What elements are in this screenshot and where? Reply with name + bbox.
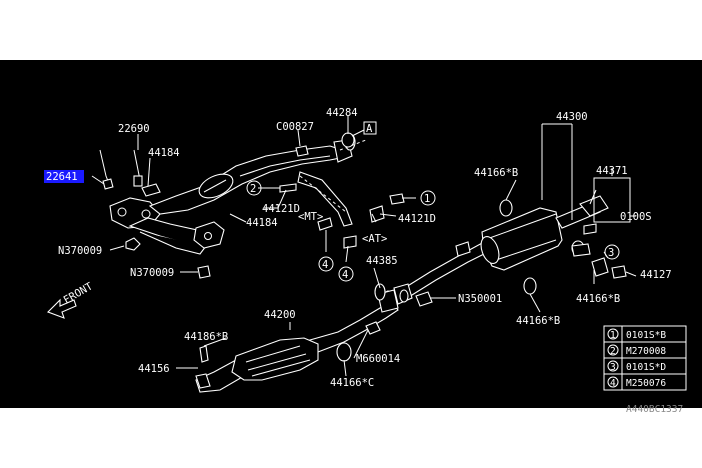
callout-3: 3 [608,247,614,259]
ref-box-a [363,121,377,135]
part-N370009-b[interactable]: N370009 [130,267,174,279]
part-44166C[interactable]: 44166*C [330,377,374,389]
legend-num-3: 3 [610,362,616,373]
part-0100S[interactable]: 0100S [620,211,652,223]
center-pipe-catalytic [195,289,399,393]
legend-num-4: 4 [610,378,616,389]
ref-label-a: A [366,123,373,135]
legend-num-1: 1 [610,330,616,341]
part-44184-top[interactable]: 44184 [148,147,180,159]
callout-1: 1 [424,193,430,205]
part-44300[interactable]: 44300 [556,111,588,123]
part-44156[interactable]: 44156 [138,363,170,375]
callout-4b: 4 [342,269,348,281]
part-44127[interactable]: 44127 [640,269,672,281]
callout-2: 2 [250,183,256,195]
callout-circles [246,180,620,282]
front-label: FRONT [62,280,96,307]
legend-code-4: M250076 [626,378,666,389]
part-44284[interactable]: 44284 [326,107,358,119]
legend-num-2: 2 [610,346,616,357]
front-arrow-icon [47,298,77,319]
part-M660014[interactable]: M660014 [356,353,400,365]
legend-code-1: 0101S*B [626,330,666,341]
part-44166B-bottom[interactable]: 44166*B [516,315,560,327]
leader-lines [91,116,637,377]
part-N350001[interactable]: N350001 [458,293,502,305]
legend-code-2: M270008 [626,346,666,357]
part-44385[interactable]: 44385 [366,255,398,267]
legend-code-3: 0101S*D [626,362,666,373]
part-44200[interactable]: 44200 [264,309,296,321]
part-44166B-right[interactable]: 44166*B [576,293,620,305]
part-22641[interactable]: 22641 [46,171,78,183]
label-mt: <MT> [298,211,323,223]
highlight-box [44,170,84,183]
rear-muffler [374,195,627,307]
part-44121D-at[interactable]: 44121D [398,213,436,225]
legend-table [603,325,687,391]
part-N370009-a[interactable]: N370009 [58,245,102,257]
callout-4a: 4 [322,259,328,271]
label-at: <AT> [362,233,387,245]
footer-code: A440BC1337 [626,404,683,415]
part-44121D-mt[interactable]: 44121D [262,203,300,215]
part-44371[interactable]: 44371 [596,165,628,177]
part-C00827[interactable]: C00827 [276,121,314,133]
part-22690[interactable]: 22690 [118,123,150,135]
part-44166B-top[interactable]: 44166*B [474,167,518,179]
part-44184-bottom[interactable]: 44184 [246,217,278,229]
front-exhaust-pipe [99,132,405,279]
part-44186B[interactable]: 44186*B [184,331,228,343]
